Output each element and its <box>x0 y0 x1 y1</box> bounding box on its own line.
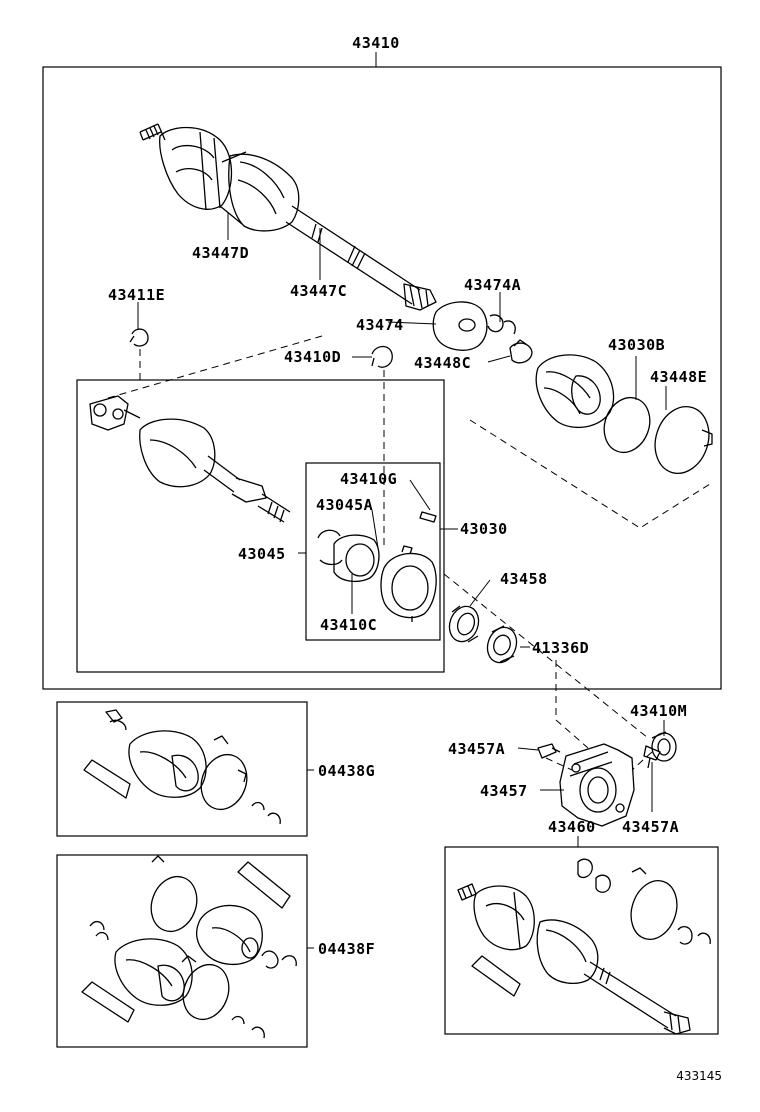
label-43448C: 43448C <box>414 354 471 372</box>
label-43474: 43474 <box>356 316 404 334</box>
label-43457A-lower: 43457A <box>622 818 679 836</box>
label-43474A: 43474A <box>464 276 521 294</box>
label-04438F: 04438F <box>318 940 375 958</box>
cv-boot-icon <box>535 354 615 429</box>
snap-ring-icon <box>487 314 516 335</box>
dust-cover-icon <box>317 529 380 583</box>
boot-clamp-ring-icon <box>603 396 651 454</box>
drive-shaft-43460-icon <box>457 858 711 1035</box>
tripod-housing-icon <box>432 301 488 351</box>
label-43458: 43458 <box>500 570 548 588</box>
reference-number: 433145 <box>676 1069 722 1083</box>
label-43030: 43030 <box>460 520 508 538</box>
kit-frame-04438G <box>56 701 308 837</box>
label-04438G: 04438G <box>318 762 375 780</box>
drive-shaft-icon <box>139 123 437 311</box>
assembly-frame-43410 <box>42 66 722 690</box>
label-43410M: 43410M <box>630 702 687 720</box>
label-43411E: 43411E <box>108 286 165 304</box>
assembly-frame-43460 <box>444 846 719 1035</box>
boot-band-icon <box>509 339 533 364</box>
label-41336D: 41336D <box>532 639 589 657</box>
label-43460: 43460 <box>548 818 596 836</box>
label-43410C: 43410C <box>320 616 377 634</box>
subassembly-frame-inboard <box>76 379 445 673</box>
boot-band-large-icon <box>654 406 713 474</box>
seal-43410M-icon <box>651 731 677 762</box>
oil-seal-icon <box>486 625 518 664</box>
pin-icon <box>419 511 437 523</box>
snap-ring-small-icon <box>129 328 149 347</box>
label-43410: 43410 <box>352 34 400 52</box>
bolt-icon <box>537 743 661 769</box>
subassembly-frame-43045 <box>305 462 441 641</box>
label-43045: 43045 <box>238 545 286 563</box>
label-43447C: 43447C <box>290 282 347 300</box>
label-43448E: 43448E <box>650 368 707 386</box>
label-43447D: 43447D <box>192 244 249 262</box>
kit-frame-04438F <box>56 854 308 1048</box>
bearing-bracket-icon <box>380 545 437 622</box>
kit-04438G-icon <box>83 709 281 825</box>
inboard-joint-icon <box>89 395 291 523</box>
snap-ring-43410D-icon <box>371 345 393 368</box>
bracket-icon <box>559 743 635 827</box>
label-43410D: 43410D <box>284 348 341 366</box>
label-43030B: 43030B <box>608 336 665 354</box>
bearing-icon <box>448 605 480 643</box>
kit-04438F-icon <box>81 855 297 1039</box>
label-43410G: 43410G <box>340 470 397 488</box>
label-43045A: 43045A <box>316 496 373 514</box>
label-43457A-upper: 43457A <box>448 740 505 758</box>
label-43457: 43457 <box>480 782 528 800</box>
